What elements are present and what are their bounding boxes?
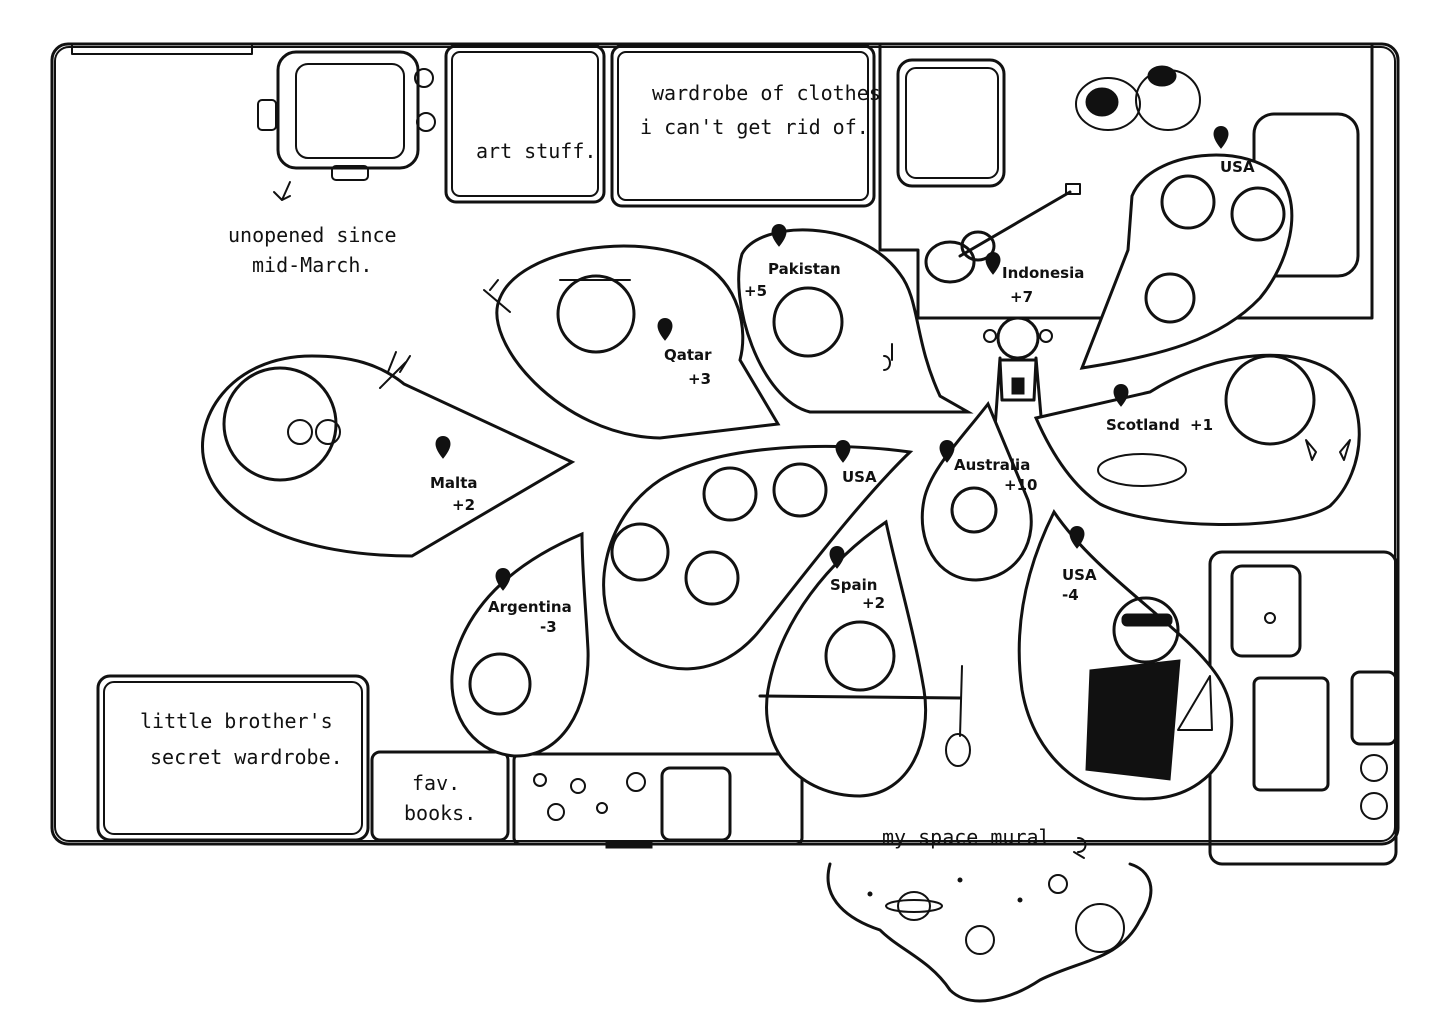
spain-place: Spain [830, 576, 877, 594]
malta-offset: +2 [452, 496, 475, 514]
pakistan-place: Pakistan [768, 260, 841, 278]
indonesia-offset: +7 [1010, 288, 1033, 306]
art-stuff-cabinet [444, 44, 606, 204]
map-pin-icon [771, 224, 787, 247]
pakistan-offset: +5 [744, 282, 767, 300]
little-brother-wardrobe [96, 674, 370, 842]
window-top-left [71, 43, 253, 55]
map-pin-icon [835, 440, 851, 463]
bubble-argentina [450, 531, 590, 758]
map-pin-icon [829, 546, 845, 569]
music-note-icon [883, 343, 893, 371]
map-pin-icon [1213, 126, 1229, 149]
australia-place: Australia [954, 456, 1030, 474]
right-shelf [1208, 550, 1398, 866]
wardrobe-label-line2: i can't get rid of. [640, 115, 869, 139]
guitar-icon [924, 183, 1081, 284]
map-pin-icon [985, 252, 1001, 275]
suitcase [257, 50, 436, 181]
unopened-note-line1: unopened since [228, 223, 397, 247]
books-label-line1: fav. [412, 771, 460, 795]
plush-toys [1075, 65, 1201, 131]
arrow-icon [1073, 837, 1087, 859]
brother-label-line1: little brother's [140, 709, 333, 733]
person-center [983, 316, 1053, 444]
cat-icon [1305, 439, 1351, 461]
argentina-place: Argentina [488, 598, 572, 616]
map-pin-icon [1113, 384, 1129, 407]
malta-place: Malta [430, 474, 477, 492]
map-pin-icon [1069, 526, 1085, 549]
bubble-usa-mid [602, 440, 914, 671]
arrow-icon [273, 181, 291, 201]
usa-right-place: USA [1062, 566, 1097, 584]
bubble-usa-top [1079, 126, 1294, 370]
usa-right-offset: -4 [1062, 586, 1079, 604]
map-pin-icon [495, 568, 511, 591]
map-pin-icon [435, 436, 451, 459]
indonesia-place: Indonesia [1002, 264, 1084, 282]
art-stuff-label: art stuff. [476, 139, 596, 163]
spain-offset: +2 [862, 594, 885, 612]
bubble-spain [758, 519, 971, 798]
bubble-australia [920, 401, 1033, 582]
books-label-line2: books. [404, 801, 476, 825]
ukulele-icon [945, 665, 971, 767]
bubble-usa-right [1017, 509, 1234, 801]
desk [512, 752, 804, 849]
astronaut-icon [965, 925, 995, 955]
map-pin-icon [939, 440, 955, 463]
bed [878, 44, 1374, 320]
planet-icon [897, 891, 931, 921]
unopened-note-line2: mid-March. [252, 253, 372, 277]
fav-books-shelf [370, 750, 510, 842]
brother-label-line2: secret wardrobe. [150, 745, 343, 769]
map-pin-icon [657, 318, 673, 341]
scotland-place: Scotland [1106, 416, 1180, 434]
sailboat-icon [1177, 675, 1213, 731]
argentina-offset: -3 [540, 618, 557, 636]
qatar-place: Qatar [664, 346, 712, 364]
qatar-offset: +3 [688, 370, 711, 388]
bubble-malta [201, 351, 576, 558]
space-mural [826, 862, 1153, 1003]
bubble-qatar [483, 244, 781, 440]
australia-offset: +10 [1004, 476, 1037, 494]
bubble-scotland [1033, 353, 1361, 526]
wardrobe-label-line1: wardrobe of clothes [652, 81, 881, 105]
usa-mid-place: USA [842, 468, 877, 486]
usa-top-place: USA [1220, 158, 1255, 176]
wardrobe-of-clothes [610, 44, 876, 208]
scotland-offset: +1 [1190, 416, 1213, 434]
bubble-pakistan [737, 224, 974, 414]
space-mural-label: my space mural [882, 825, 1051, 849]
